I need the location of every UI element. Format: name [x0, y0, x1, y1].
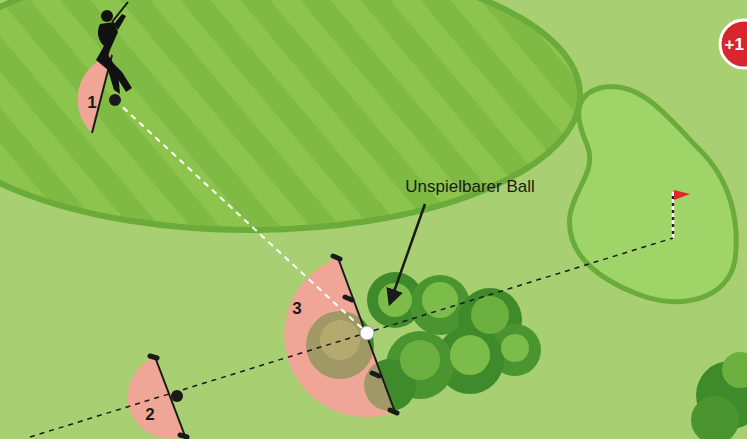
putting-green [570, 86, 737, 301]
edge-dot [180, 435, 187, 437]
relief-area-overlay [284, 258, 395, 417]
reference-line [30, 238, 673, 437]
flag [674, 190, 690, 200]
ball-flight-line [115, 100, 367, 333]
callout-number: 2 [143, 405, 156, 424]
penalty-stroke: +1 [725, 36, 744, 53]
callout-label: Unspielbarer Ball [405, 178, 534, 195]
relief-edge [155, 357, 185, 436]
golf-ball [360, 326, 374, 340]
golfer-silhouette [96, 2, 132, 94]
edge-dot [372, 373, 379, 376]
edge-dot [333, 256, 340, 259]
fairway [0, 0, 580, 230]
reference-point [171, 390, 183, 402]
flag-pole-stripes [672, 196, 675, 238]
penalty-badge [720, 20, 747, 68]
flag-pole [672, 192, 675, 238]
reference-point [109, 94, 121, 106]
callout-number: 3 [292, 300, 301, 317]
edge-dot [390, 410, 397, 413]
tree [691, 352, 747, 439]
relief-edge [338, 258, 395, 412]
edge-dot [150, 356, 157, 358]
edge-dot [345, 297, 352, 300]
leader-arrow [390, 204, 425, 303]
callout-number: 1 [87, 94, 96, 111]
